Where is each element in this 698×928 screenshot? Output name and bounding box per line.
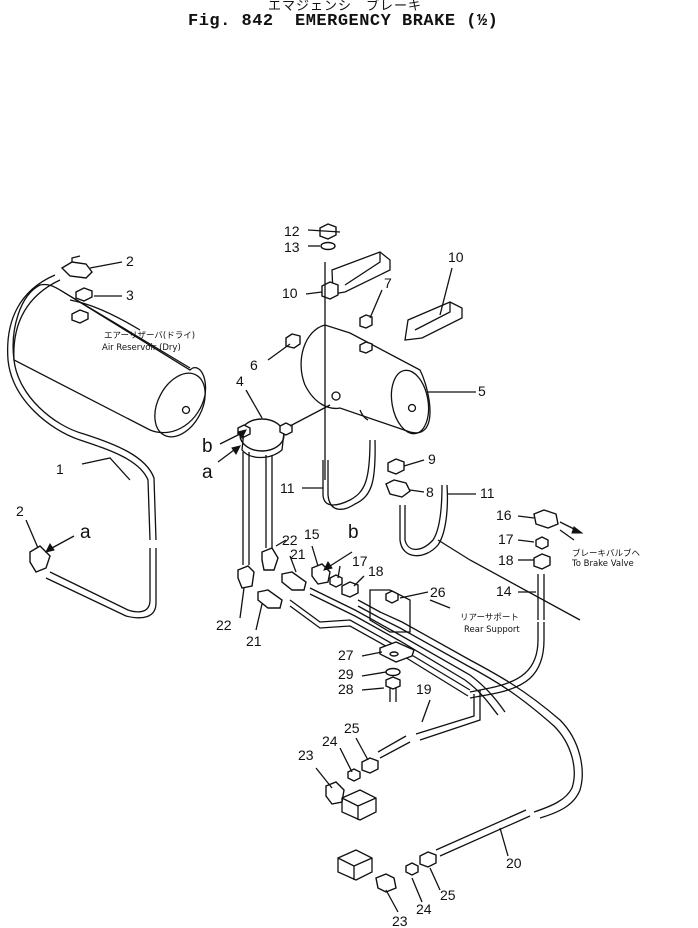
- connector-21-right: [281, 571, 307, 591]
- callout-25-bottom: 25: [440, 887, 456, 903]
- callout-18-center: 18: [368, 563, 384, 579]
- callout-27: 27: [338, 647, 354, 663]
- callout-20: 20: [506, 855, 522, 871]
- arrow-a-bottom: [45, 535, 75, 553]
- callout-6: 6: [250, 357, 258, 373]
- fitting-24-top: [347, 768, 361, 782]
- arrow-b-top: [219, 429, 247, 445]
- fitting-17-top: [535, 536, 549, 550]
- callout-8: 8: [426, 484, 434, 500]
- elbow-fitting-2-bottom: [29, 545, 51, 573]
- port-fitting-tank: [71, 309, 89, 324]
- hose-11-left: [322, 439, 376, 510]
- callout-17-right: 17: [498, 531, 514, 547]
- note-air-reservoir-jp: エアーリザーバ(ドライ): [104, 331, 195, 341]
- fitting-24-bottom: [405, 862, 419, 876]
- leader-lines: [25, 229, 581, 913]
- elbow-fitting-2-top: [60, 255, 93, 279]
- elbow-23-top: [325, 781, 345, 805]
- title-english: Fig. 842 EMERGENCY BRAKE (½): [188, 12, 499, 31]
- rear-support-26: [369, 589, 411, 633]
- callout-11-left: 11: [280, 480, 295, 496]
- callout-9: 9: [428, 451, 436, 467]
- callout-11-right: 11: [480, 485, 495, 501]
- pipe-22-right: [265, 455, 273, 548]
- bracket-10-right: [404, 301, 463, 341]
- note-rear-support-jp: リアーサポート: [460, 613, 519, 623]
- callout-10-left: 10: [282, 285, 298, 301]
- elbow-22-right: [261, 547, 279, 571]
- title-japanese: エマジェンシ ブレーキ: [268, 0, 423, 14]
- callout-3: 3: [126, 287, 134, 303]
- pipe-1: [6, 274, 157, 619]
- callout-29: 29: [338, 666, 354, 682]
- label-b-top: b: [202, 436, 213, 457]
- callout-7: 7: [384, 275, 392, 291]
- fitting-8: [385, 479, 411, 498]
- bolt-28: [385, 676, 401, 702]
- callout-24-top: 24: [322, 733, 338, 749]
- callout-28: 28: [338, 681, 354, 697]
- elbow-22-left: [237, 565, 255, 589]
- clamp-27: [379, 641, 415, 663]
- callout-18-right: 18: [498, 552, 514, 568]
- hose-11-right: [399, 484, 449, 557]
- callout-10-right: 10: [448, 249, 464, 265]
- callout-16: 16: [496, 507, 512, 523]
- callout-2-bottom: 2: [16, 503, 24, 519]
- connector-21-left: [257, 589, 283, 609]
- nut-25-top: [361, 757, 379, 774]
- callout-22-lower: 22: [216, 617, 232, 633]
- block-bottom: [337, 849, 373, 881]
- note-to-brake-valve-en: To Brake Valve: [571, 559, 634, 569]
- fitting-9: [387, 458, 405, 475]
- note-rear-support-en: Rear Support: [464, 625, 520, 635]
- label-b-center: b: [348, 522, 359, 543]
- callout-22-upper: 22: [282, 532, 298, 548]
- callout-13: 13: [284, 239, 300, 255]
- pipe-19: [377, 690, 481, 759]
- air-reservoir-tank: [12, 283, 207, 438]
- washer-29: [385, 667, 401, 677]
- nut-25-bottom: [419, 851, 437, 868]
- callout-21-upper: 21: [290, 546, 306, 562]
- label-a-bottom: a: [80, 522, 91, 543]
- callout-25-top: 25: [344, 720, 360, 736]
- arrow-a-top: [217, 445, 241, 463]
- callout-15: 15: [304, 526, 320, 542]
- callout-5: 5: [478, 383, 486, 399]
- callout-24-bottom: 24: [416, 901, 432, 917]
- note-air-reservoir-en: Air Reservoir (Dry): [102, 343, 181, 353]
- label-a-top: a: [202, 462, 213, 483]
- bracket-10-left: [321, 251, 391, 300]
- arrow-b-center: [323, 551, 353, 571]
- callout-14: 14: [496, 583, 512, 599]
- plug-7: [359, 314, 373, 329]
- callout-12: 12: [284, 223, 300, 239]
- callout-19: 19: [416, 681, 432, 697]
- block-top: [341, 789, 377, 821]
- fitting-3: [75, 287, 93, 302]
- washer-13: [320, 241, 336, 251]
- callout-23-bottom: 23: [392, 913, 408, 928]
- pipe-20: [435, 809, 531, 857]
- nut-18-top: [533, 553, 551, 570]
- elbow-16: [533, 509, 559, 529]
- fitting-17-center: [329, 574, 343, 588]
- callout-23-top: 23: [298, 747, 314, 763]
- callout-21-lower: 21: [246, 633, 262, 649]
- note-to-brake-valve-jp: ブレーキバルブヘ: [572, 548, 641, 559]
- valve-4: [237, 404, 331, 459]
- callout-17-center: 17: [352, 553, 368, 569]
- callout-4: 4: [236, 373, 244, 389]
- callout-1: 1: [56, 461, 64, 477]
- callout-2: 2: [126, 253, 134, 269]
- pipe-22-left: [242, 452, 250, 565]
- callout-26: 26: [430, 584, 446, 600]
- main-tank-5: [300, 324, 431, 435]
- elbow-23-bottom: [375, 873, 397, 893]
- arrow-to-brake-valve: [559, 521, 584, 534]
